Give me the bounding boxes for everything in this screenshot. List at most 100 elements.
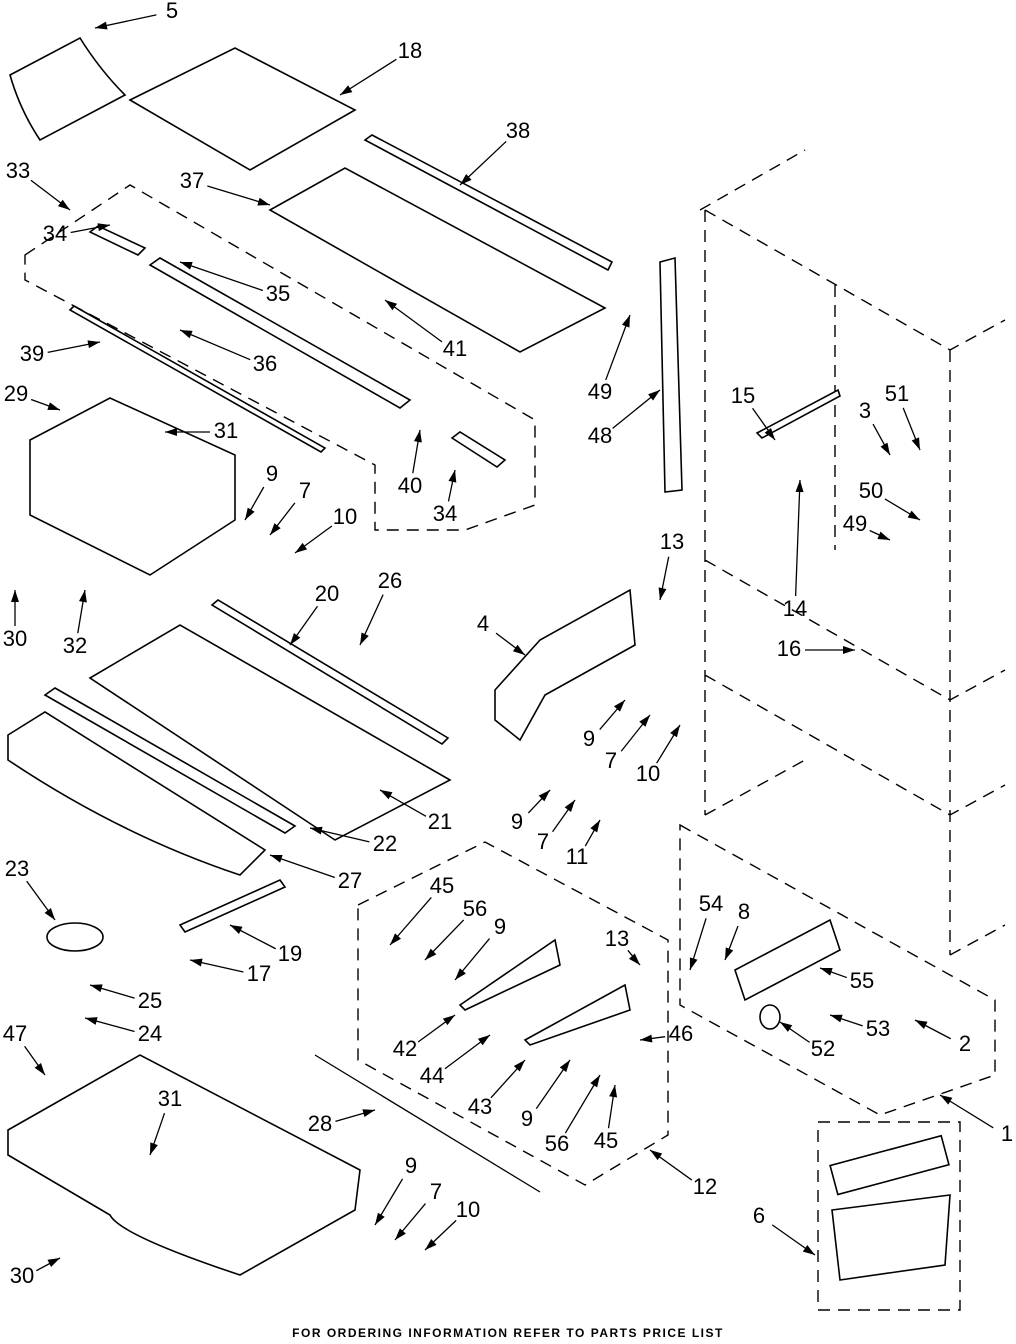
callout-23: 23 — [5, 856, 29, 881]
arrowhead-icon — [448, 470, 457, 483]
callout-33: 33 — [6, 158, 30, 183]
part-23-gear — [46, 922, 104, 952]
arrowhead-icon — [590, 1075, 600, 1088]
callout-52: 52 — [811, 1036, 835, 1061]
callout-1: 1 — [1001, 1121, 1013, 1146]
callout-7: 7 — [430, 1179, 442, 1204]
arrowhead-icon — [650, 1150, 663, 1161]
arrowhead-icon — [47, 1258, 60, 1267]
part-5-cover — [9, 36, 127, 142]
callout-30: 30 — [10, 1263, 34, 1288]
callout-18: 18 — [398, 38, 422, 63]
callout-15: 15 — [731, 383, 755, 408]
part-15-bracket — [755, 388, 841, 439]
arrowhead-icon — [87, 340, 100, 349]
callout-34: 34 — [433, 501, 457, 526]
part-19-bracket — [178, 879, 287, 933]
arrowhead-icon — [245, 507, 255, 520]
part-48-rail — [659, 256, 683, 493]
arrowhead-icon — [640, 1034, 653, 1043]
callout-49: 49 — [843, 511, 867, 536]
leader-line-14 — [794, 479, 801, 597]
arrowhead-icon — [190, 958, 203, 967]
callout-26: 26 — [378, 568, 402, 593]
arrowhead-icon — [689, 957, 698, 970]
callout-17: 17 — [247, 961, 271, 986]
assembly-6-outline — [817, 1121, 961, 1311]
arrowhead-icon — [780, 1022, 793, 1032]
part-47-drawer — [7, 1054, 361, 1276]
arrowhead-icon — [802, 1244, 815, 1255]
callout-10: 10 — [456, 1197, 480, 1222]
part-20-trim — [210, 599, 450, 746]
arrowhead-icon — [670, 725, 680, 738]
arrowhead-icon — [564, 800, 575, 813]
arrowhead-icon — [95, 21, 108, 30]
arrowhead-icon — [11, 590, 19, 602]
arrowhead-icon — [658, 587, 667, 600]
callout-13: 13 — [660, 529, 684, 554]
callout-56: 56 — [545, 1131, 569, 1156]
callout-40: 40 — [398, 473, 422, 498]
callout-9: 9 — [405, 1153, 417, 1178]
arrowhead-icon — [310, 826, 323, 835]
callout-12: 12 — [693, 1174, 717, 1199]
callout-38: 38 — [506, 118, 530, 143]
callout-9: 9 — [511, 809, 523, 834]
assembly-33-outline — [24, 184, 536, 531]
arrowhead-icon — [648, 390, 660, 401]
arrowhead-icon — [375, 1212, 385, 1225]
part-6-lid — [829, 1134, 950, 1196]
arrowhead-icon — [628, 953, 640, 965]
callout-48: 48 — [588, 423, 612, 448]
arrowhead-icon — [512, 644, 525, 655]
arrowhead-icon — [830, 1014, 843, 1023]
callout-53: 53 — [866, 1016, 890, 1041]
arrowhead-icon — [559, 1060, 570, 1073]
callout-35: 35 — [266, 281, 290, 306]
callout-34: 34 — [43, 221, 67, 246]
callout-21: 21 — [428, 809, 452, 834]
cabinet-frame — [704, 209, 1006, 956]
assembly-outlines — [24, 149, 1006, 1311]
part-43-rail — [523, 983, 631, 1046]
callout-5: 5 — [166, 0, 178, 23]
callout-50: 50 — [859, 478, 883, 503]
callout-9: 9 — [583, 726, 595, 751]
arrowhead-icon — [725, 947, 734, 960]
arrowhead-icon — [78, 590, 87, 603]
arrowhead-icon — [538, 790, 550, 802]
callout-32: 32 — [63, 633, 87, 658]
callout-49: 49 — [588, 379, 612, 404]
arrowhead-icon — [340, 85, 353, 95]
arrowhead-icon — [460, 173, 472, 185]
arrowhead-icon — [34, 1063, 45, 1075]
arrowhead-icon — [442, 1015, 455, 1026]
cabinet-outline — [699, 149, 806, 211]
part-22-trim — [43, 687, 297, 834]
callout-10: 10 — [333, 504, 357, 529]
part-39-strip — [68, 305, 327, 453]
arrowhead-icon — [413, 430, 422, 443]
callout-16: 16 — [777, 636, 801, 661]
callout-30: 30 — [3, 626, 27, 651]
callout-56: 56 — [463, 896, 487, 921]
arrowhead-icon — [590, 820, 600, 833]
callout-24: 24 — [138, 1021, 162, 1046]
arrowhead-icon — [165, 428, 177, 436]
arrowhead-icon — [477, 1035, 490, 1046]
part-35-rail — [148, 257, 412, 409]
part-52-roller — [759, 1004, 781, 1030]
arrowhead-icon — [764, 427, 775, 440]
arrowhead-icon — [90, 984, 103, 993]
part-38-trim — [363, 134, 614, 272]
callout-7: 7 — [605, 748, 617, 773]
arrowhead-icon — [230, 925, 243, 934]
callout-4: 4 — [477, 611, 489, 636]
arrowhead-icon — [940, 1095, 953, 1105]
part-4-bracket — [494, 588, 636, 742]
arrowhead-icon — [380, 790, 393, 800]
arrowhead-icon — [795, 480, 804, 493]
arrowhead-icon — [362, 1109, 375, 1118]
